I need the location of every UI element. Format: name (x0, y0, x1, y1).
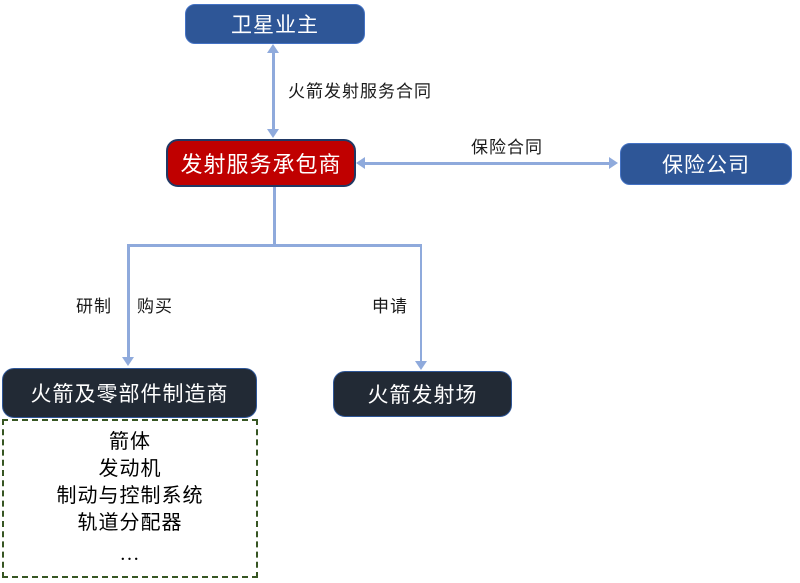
node-rocket-parts-manufacturer: 火箭及零部件制造商 (2, 368, 257, 418)
edge-line-owner-contractor (272, 52, 275, 132)
arrowhead-right-icon (609, 157, 618, 169)
node-insurance-label: 保险公司 (662, 153, 750, 177)
arrowhead-down-icon (267, 129, 279, 138)
edge-line-branch-horizontal (127, 244, 422, 247)
edge-label-purchase: 购买 (137, 297, 173, 316)
arrowhead-left-icon (356, 157, 365, 169)
edge-line-contractor-stem (273, 187, 276, 245)
rocket-parts-list: 箭体 发动机 制动与控制系统 轨道分配器 … (4, 421, 256, 565)
list-item-ellipsis: … (119, 543, 141, 565)
list-item: 发动机 (98, 458, 162, 480)
node-manufacturer-label: 火箭及零部件制造商 (30, 382, 229, 406)
list-item: 制动与控制系统 (56, 485, 204, 507)
list-item: 箭体 (109, 431, 151, 453)
arrowhead-down-icon (414, 361, 427, 370)
arrowhead-up-icon (267, 44, 279, 53)
node-launch-site-label: 火箭发射场 (367, 383, 478, 407)
edge-label-develop: 研制 (76, 297, 112, 316)
edge-line-to-launch-site (419, 244, 422, 362)
node-rocket-launch-site: 火箭发射场 (333, 371, 512, 417)
node-satellite-owner-label: 卫星业主 (231, 13, 319, 37)
node-launch-service-contractor: 发射服务承包商 (166, 139, 356, 187)
node-contractor-label: 发射服务承包商 (180, 152, 342, 177)
edge-label-launch-service-contract: 火箭发射服务合同 (288, 82, 432, 101)
edge-line-to-manufacturer (127, 244, 130, 358)
node-insurance-company: 保险公司 (620, 143, 792, 185)
arrowhead-down-icon (122, 357, 134, 366)
edge-line-contractor-insurance (364, 162, 612, 165)
list-item: 轨道分配器 (77, 512, 183, 534)
rocket-parts-list-box: 箭体 发动机 制动与控制系统 轨道分配器 … (2, 419, 258, 578)
node-satellite-owner: 卫星业主 (185, 4, 365, 44)
edge-label-insurance-contract: 保险合同 (471, 138, 543, 157)
edge-label-apply: 申请 (372, 297, 408, 316)
